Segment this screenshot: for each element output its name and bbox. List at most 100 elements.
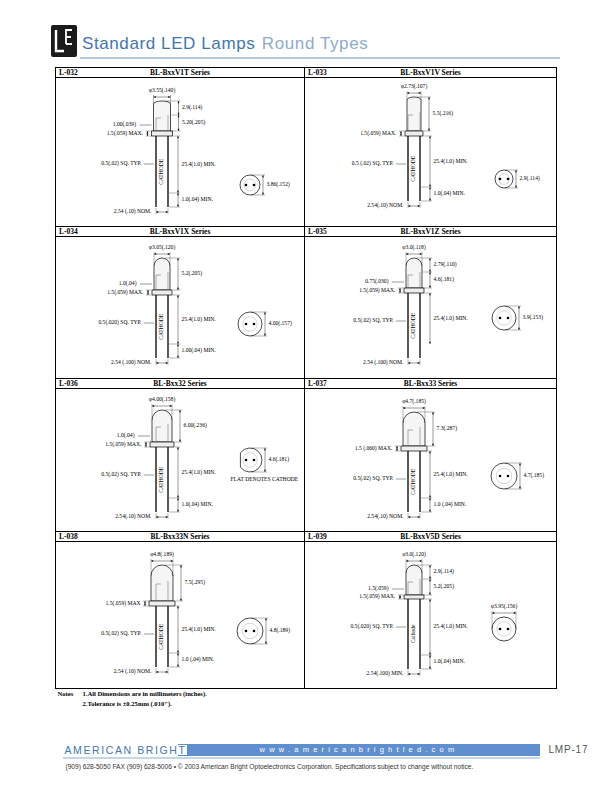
dimension-line bbox=[403, 406, 404, 423]
top-view-lead bbox=[507, 178, 510, 181]
lead-frame bbox=[168, 272, 169, 290]
dimension-line bbox=[153, 95, 154, 104]
arrowhead bbox=[429, 451, 431, 453]
drawing-cell: L-035BL-BxxV1Z Series bbox=[304, 226, 557, 379]
dimension-label: 25.4(1.0) MIN. bbox=[181, 470, 216, 476]
led-lead bbox=[407, 293, 408, 358]
dimension-line bbox=[146, 295, 151, 296]
dimension-label: CATHODE bbox=[411, 468, 417, 495]
arrowhead bbox=[168, 253, 170, 255]
lead-frame bbox=[420, 272, 421, 288]
dimension-line bbox=[423, 595, 432, 596]
arrowhead bbox=[408, 362, 410, 364]
led-lead bbox=[155, 136, 156, 207]
dimension-line bbox=[143, 601, 148, 602]
drawing-code: L-034 bbox=[59, 227, 78, 236]
arrowhead bbox=[428, 97, 430, 99]
dimension-label: 25.4(1.0) MIN. bbox=[181, 317, 216, 323]
top-view-lens bbox=[243, 453, 257, 467]
dimension-line bbox=[398, 288, 403, 289]
arrowhead bbox=[429, 593, 431, 595]
dimension-label: 6.00(.236) bbox=[183, 423, 207, 429]
arrowhead bbox=[177, 356, 179, 358]
dimension-label: 2.9(.114) bbox=[519, 176, 540, 182]
arrowhead bbox=[166, 211, 168, 213]
dimension-label: 5.2(.205) bbox=[181, 271, 203, 277]
dimension-line bbox=[516, 170, 517, 188]
page-title: Standard LED Lamps bbox=[82, 35, 255, 52]
dimension-label: FLAT DENOTES CATHODE bbox=[230, 477, 299, 483]
arrowhead bbox=[429, 577, 431, 579]
arrowhead bbox=[418, 205, 420, 207]
dimension-label: CATHODE bbox=[159, 313, 165, 340]
dimension-label: 1.0(.04) MIN. bbox=[181, 197, 213, 203]
dimension-line bbox=[433, 412, 434, 446]
logo-mark bbox=[56, 30, 64, 51]
cell-header: L-037BL-Bxx33 Series bbox=[305, 379, 556, 389]
lead-frame bbox=[420, 427, 421, 446]
arrowhead bbox=[154, 96, 156, 98]
dimension-label: 1.0(.04) MIN. bbox=[433, 191, 465, 197]
led-body bbox=[406, 565, 422, 595]
arrowhead bbox=[429, 293, 431, 295]
dimension-label: 0.75(.030) bbox=[365, 279, 389, 285]
dimension-line bbox=[174, 136, 181, 137]
dimension-line bbox=[178, 447, 179, 498]
dimension-label: 5.5(.216) bbox=[432, 111, 454, 117]
dimension-line bbox=[168, 668, 169, 674]
dimension-label: 3.9(.153) bbox=[522, 315, 544, 321]
dimension-label: 0.5(.02) SQ. TYP. bbox=[101, 161, 142, 167]
arrowhead bbox=[518, 306, 520, 308]
arrowhead bbox=[264, 448, 266, 450]
top-view-lens bbox=[243, 317, 257, 331]
dimension-line bbox=[421, 655, 432, 656]
dimension-line bbox=[173, 559, 174, 576]
leader-line bbox=[138, 436, 150, 437]
dimension-line bbox=[251, 472, 267, 473]
dimension-line bbox=[175, 442, 182, 443]
cell-header: L-036BL-Bxx32 Series bbox=[56, 379, 304, 389]
dimension-label: 1.5(.059) MAX. bbox=[359, 594, 396, 600]
dimension-line bbox=[178, 344, 179, 358]
cell-header: L-035BL-BxxV1Z Series bbox=[305, 227, 556, 237]
dimension-line bbox=[398, 293, 403, 294]
arrowhead bbox=[429, 286, 431, 288]
title-rule bbox=[80, 58, 560, 59]
footer-bar bbox=[178, 744, 540, 756]
dimension-label: 25.4(1.0) MIN. bbox=[433, 472, 468, 478]
arrowhead bbox=[147, 131, 149, 133]
dimension-label: Cathode bbox=[411, 624, 417, 644]
arrowhead bbox=[156, 362, 158, 364]
led-lead bbox=[407, 136, 408, 201]
lead-frame bbox=[408, 582, 413, 583]
arrowhead bbox=[429, 653, 431, 655]
led-flange bbox=[150, 442, 174, 447]
arrowhead bbox=[171, 560, 173, 562]
led-lead bbox=[419, 599, 420, 669]
arrowhead bbox=[177, 193, 179, 195]
led-body bbox=[154, 101, 171, 131]
dimension-line bbox=[505, 489, 522, 490]
arrowhead bbox=[262, 175, 264, 177]
dimension-line bbox=[144, 442, 149, 443]
dimension-line bbox=[421, 669, 432, 670]
dimension-line bbox=[165, 101, 181, 102]
led-flange bbox=[401, 446, 427, 451]
series-name: BL-Bxx33 Series bbox=[404, 379, 458, 388]
dimension-line bbox=[175, 447, 180, 448]
logo-block bbox=[51, 25, 77, 57]
dimension-line bbox=[408, 363, 420, 364]
dimension-label: 4.6(.181) bbox=[433, 277, 455, 283]
arrowhead bbox=[514, 612, 516, 614]
arrowhead bbox=[519, 487, 521, 489]
arrowhead bbox=[170, 405, 172, 407]
dimension-line bbox=[400, 288, 401, 293]
dimension-label: 0.5(.02) SQ. TYP. bbox=[101, 631, 142, 637]
arrowhead bbox=[418, 673, 420, 675]
arrowhead bbox=[265, 642, 267, 644]
dimension-label: 2.54 (.100) NOM. bbox=[110, 360, 152, 366]
arrowhead bbox=[408, 205, 410, 207]
dimension-label: 1.5(.059) bbox=[367, 586, 389, 592]
dimension-line bbox=[266, 618, 267, 644]
dimension-label: 1.00(.04) MIN. bbox=[181, 348, 216, 354]
